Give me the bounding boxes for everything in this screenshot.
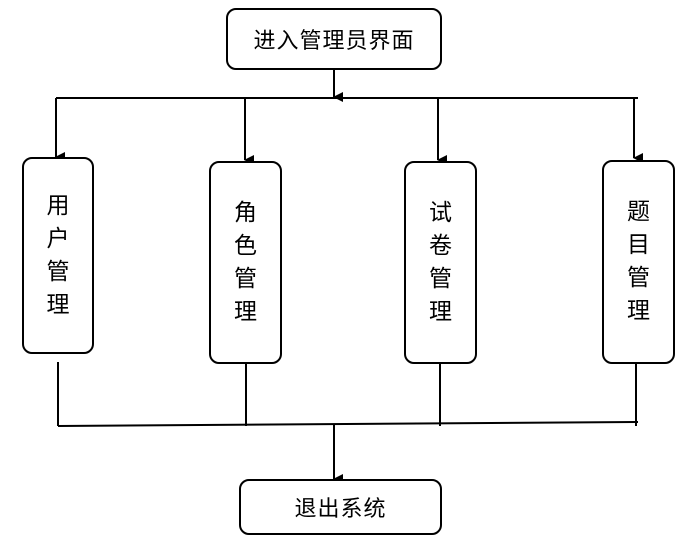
module-label-user: 用户管理 <box>46 192 70 318</box>
module-box-question: 题目管理 <box>602 160 675 364</box>
bottom-bus-line <box>57 421 639 427</box>
module-box-user: 用户管理 <box>22 157 94 354</box>
entry-label: 进入管理员界面 <box>253 29 415 54</box>
module-label-role: 角色管理 <box>234 199 257 325</box>
entry-box: 进入管理员界面 <box>226 8 442 70</box>
module-box-role: 角色管理 <box>209 161 282 364</box>
module-label-paper: 试卷管理 <box>429 199 452 325</box>
module-box-paper: 试卷管理 <box>404 161 477 364</box>
module-label-question: 题目管理 <box>627 199 650 324</box>
exit-label: 退出系统 <box>294 497 387 522</box>
exit-box: 退出系统 <box>239 479 442 535</box>
